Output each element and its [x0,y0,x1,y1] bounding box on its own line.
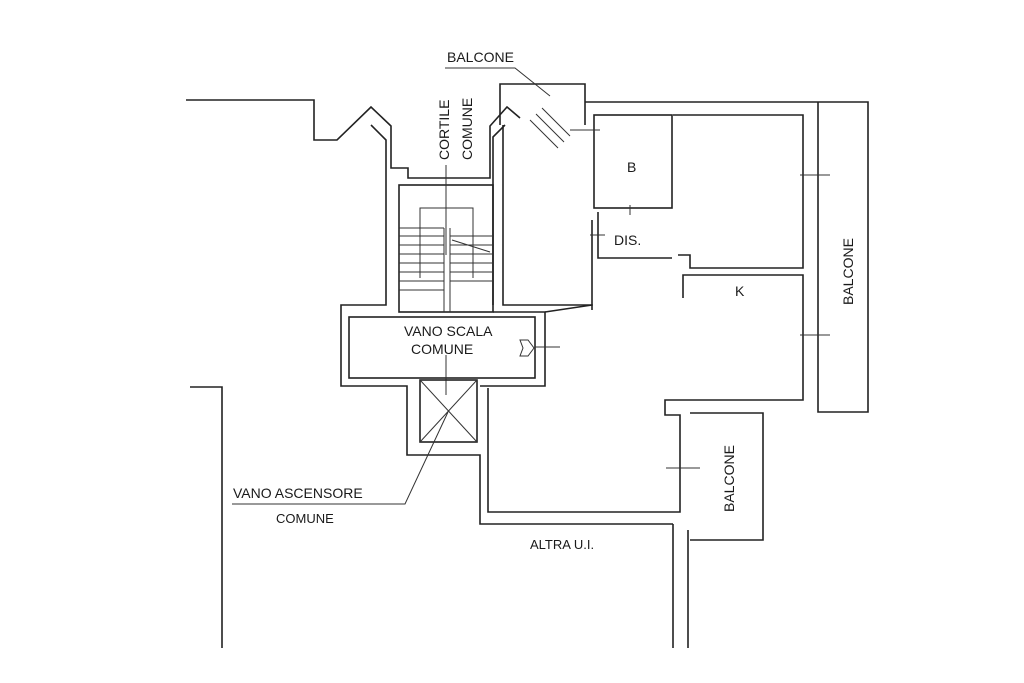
label-room-k: K [735,283,745,299]
label-vano-scala-comune: COMUNE [411,341,473,357]
label-balcone-right: BALCONE [840,238,856,305]
label-cortile: CORTILE [436,100,452,160]
stair-steps [399,227,493,312]
label-cortile-comune: COMUNE [459,98,475,160]
label-vano-scala: VANO SCALA [404,323,493,339]
label-vano-ascensore-comune: COMUNE [276,511,334,526]
labels: BALCONE CORTILE COMUNE B DIS. K BALCONE … [232,49,856,552]
label-balcone-top: BALCONE [447,49,514,65]
entrance-arrow-icon [519,339,535,357]
label-altra-ui: ALTRA U.I. [530,537,594,552]
walls [186,83,869,648]
label-room-b: B [627,159,636,175]
label-vano-ascensore: VANO ASCENSORE [233,485,363,501]
label-balcone-bottom: BALCONE [721,445,737,512]
diagonal-door [529,107,571,149]
label-room-dis: DIS. [614,232,641,248]
